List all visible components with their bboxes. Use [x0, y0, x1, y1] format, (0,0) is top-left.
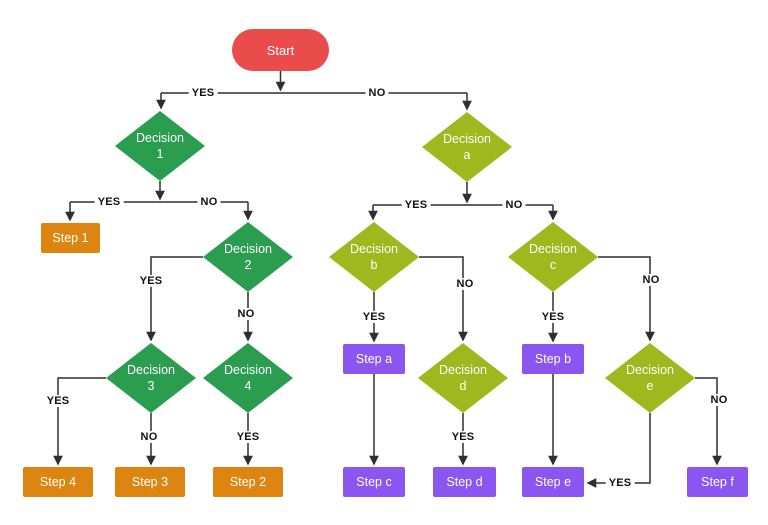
edge-label-yes: YES: [605, 477, 635, 489]
step-a-label: Step a: [355, 352, 393, 366]
edge-label-no: NO: [707, 394, 731, 406]
edge-label-yes: YES: [188, 87, 218, 99]
step-c-node: Step c: [343, 467, 405, 497]
step-d-node: Step d: [433, 467, 496, 497]
edge-label-yes: YES: [448, 431, 478, 443]
step-b-node: Step b: [522, 344, 584, 374]
step-d-label: Step d: [446, 475, 483, 489]
step-4-label: Step 4: [39, 475, 77, 489]
step-b-label: Step b: [534, 352, 572, 366]
edge-label-no: NO: [502, 199, 526, 211]
step-1-label: Step 1: [52, 231, 89, 245]
edge-label-no: NO: [234, 308, 258, 320]
step-f-label: Step f: [701, 475, 734, 489]
edge-label-no: NO: [453, 278, 477, 290]
edge-label-no: NO: [137, 431, 161, 443]
step-4-node: Step 4: [23, 467, 93, 497]
edge-decisionC-no-to-decisionE: [598, 256, 655, 342]
edge-label-no: NO: [365, 87, 389, 99]
edge-decisionE-yes-to-stepE: [586, 413, 651, 488]
step-a-node: Step a: [343, 344, 405, 374]
step-f-node: Step f: [687, 467, 748, 497]
step-e-node: Step e: [522, 467, 584, 497]
edge-label-yes: YES: [538, 311, 568, 323]
edge-decisionE-no-to-stepF: [695, 377, 722, 466]
edge-label-no: NO: [639, 274, 663, 286]
edge-label-no: NO: [197, 196, 221, 208]
edge-label-yes: YES: [43, 395, 73, 407]
edge-decision2-yes-to-decision3: [146, 256, 203, 342]
edge-label-yes: YES: [401, 199, 431, 211]
edge-decisionB-no-to-decisionD: [419, 256, 468, 342]
start-label: Start: [266, 42, 295, 58]
step-2-label: Step 2: [229, 475, 267, 489]
step-3-node: Step 3: [115, 467, 185, 497]
edge-label-yes: YES: [94, 196, 124, 208]
edge-decision3-yes-to-step4: [53, 377, 106, 466]
start-node: Start: [232, 29, 329, 71]
edge-label-yes: YES: [359, 311, 389, 323]
step-3-label: Step 3: [131, 475, 169, 489]
step-c-label: Step c: [356, 475, 392, 489]
step-1-node: Step 1: [41, 223, 100, 253]
edge-label-yes: YES: [136, 275, 166, 287]
step-2-node: Step 2: [213, 467, 283, 497]
step-e-label: Step e: [534, 475, 572, 489]
edge-label-yes: YES: [233, 431, 263, 443]
